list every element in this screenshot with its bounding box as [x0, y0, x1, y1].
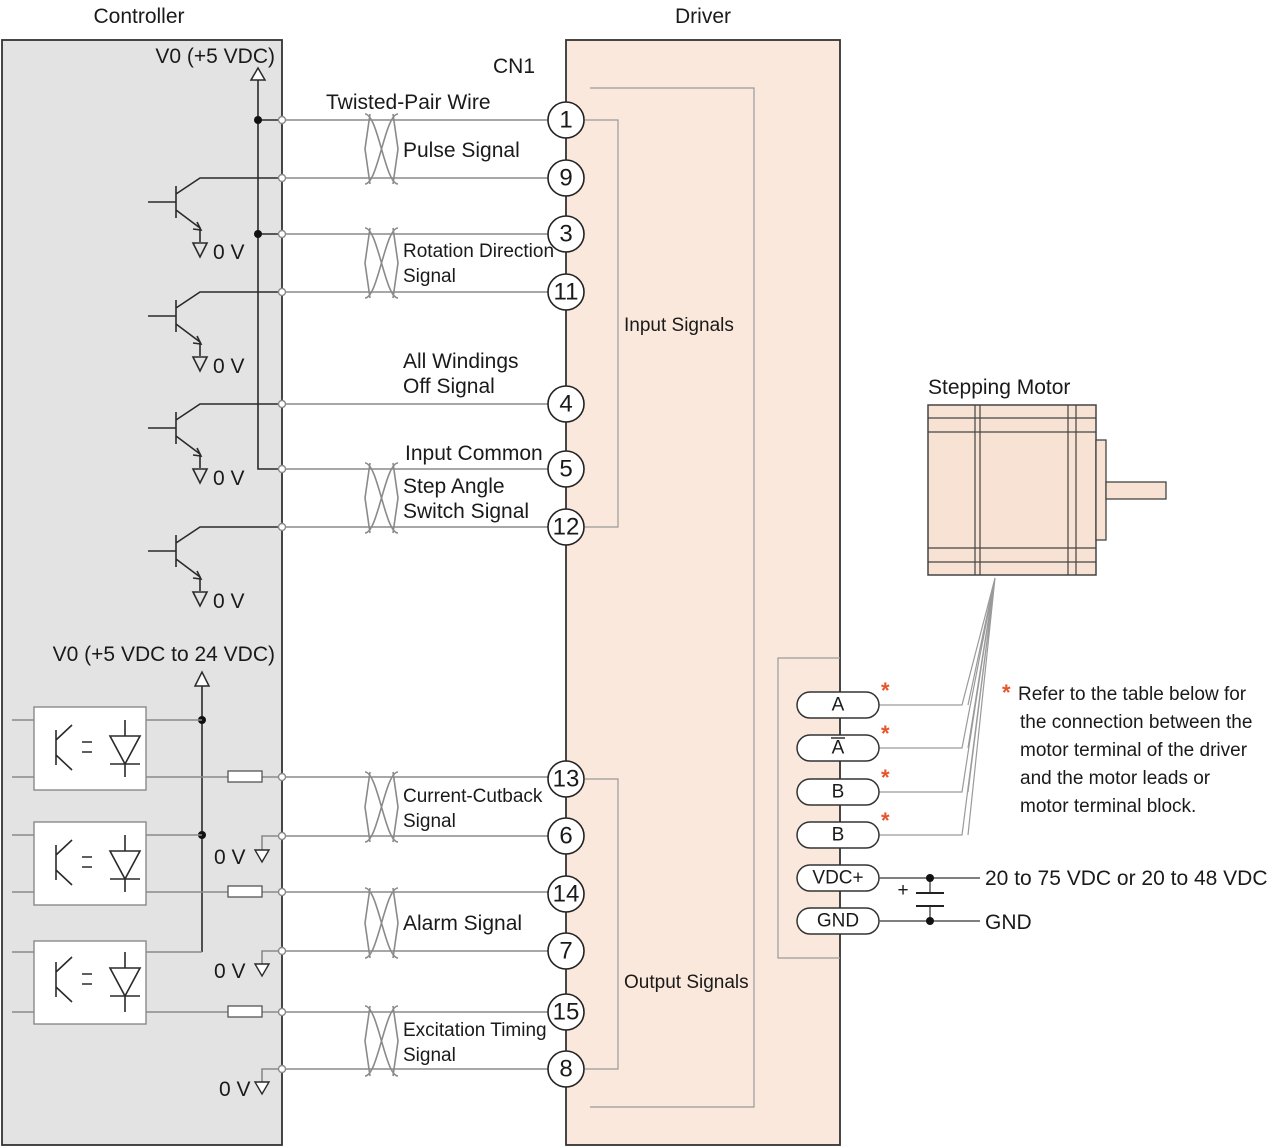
pin-6-label: 6 [559, 823, 572, 850]
note-line-5: motor terminal block. [1020, 796, 1196, 817]
driver-title: Driver [675, 5, 731, 28]
motor-leads [878, 577, 996, 836]
cutback-signal-label-2: Signal [403, 811, 456, 832]
resistor [227, 1005, 263, 1018]
output-return-wires [261, 835, 566, 1082]
resistor [227, 770, 263, 783]
input-bracket [585, 119, 619, 528]
ground-label: 0 V [214, 846, 246, 869]
twisted-pair-marks [364, 113, 399, 1077]
driver-panel [565, 39, 841, 1146]
pin-13-label: 13 [553, 766, 580, 793]
excitation-signal-label: Excitation Timing [403, 1020, 547, 1041]
pin-12-label: 12 [553, 514, 580, 541]
output-bracket [585, 778, 619, 1070]
note-line-4: and the motor leads or [1020, 768, 1211, 789]
motor-terminal-block [777, 657, 840, 959]
step-signal-label: Step Angle [403, 475, 505, 498]
pin-8-label: 8 [559, 1056, 572, 1083]
gnd-label: GND [985, 911, 1032, 934]
connector-dots [277, 115, 287, 532]
connector-dots [277, 772, 287, 1074]
v0-bottom-arrow [193, 670, 211, 687]
rotation-signal-label: Rotation Direction [403, 241, 554, 262]
resistor [227, 885, 263, 898]
awo-signal-label-2: Off Signal [403, 375, 495, 398]
ground-label: 0 V [213, 590, 245, 613]
note-line-2: the connection between the [1020, 712, 1252, 733]
junction-dot [926, 917, 934, 925]
photocoupler-2 [12, 821, 566, 906]
terminal-vdc-label: VDC+ [812, 868, 863, 889]
capacitor-plus: + [897, 880, 908, 901]
awo-signal-label: All Windings [403, 350, 519, 373]
stepping-motor-icon [927, 404, 1167, 576]
transistor-pulse [148, 177, 282, 259]
pin-11-label: 11 [554, 279, 579, 306]
pin-9-label: 9 [559, 165, 572, 192]
photocoupler-3 [12, 940, 566, 1025]
terminal-b-label: B [832, 782, 845, 803]
supply-top-label: V0 (+5 VDC) [155, 45, 275, 68]
ground-symbols [253, 849, 271, 1096]
input-signals-label: Input Signals [624, 315, 734, 336]
transistor-step [148, 526, 282, 608]
terminal-a-bar-label: A [832, 738, 845, 759]
v0-top-arrow [249, 66, 267, 81]
note-asterisk: * [1002, 680, 1011, 705]
power-lines [879, 877, 980, 922]
pin-7-label: 7 [559, 938, 572, 965]
pin-15-label: 15 [553, 999, 580, 1026]
cutback-signal-label: Current-Cutback [403, 786, 543, 807]
note-line-1: Refer to the table below for [1018, 684, 1247, 705]
rotation-signal-label-2: Signal [403, 266, 456, 287]
pin-1-label: 1 [559, 107, 572, 134]
twisted-pair-label: Twisted-Pair Wire [326, 91, 491, 114]
cn1-label: CN1 [493, 55, 535, 78]
terminal-a-label: A [832, 695, 845, 716]
vdc-range-label: 20 to 75 VDC or 20 to 48 VDC [985, 867, 1268, 890]
transistor-rotation [148, 291, 282, 373]
output-signals-label: Output Signals [624, 972, 749, 993]
asterisk: * [881, 765, 890, 790]
ground-label: 0 V [219, 1078, 251, 1101]
junction-dot [254, 230, 262, 238]
pin-14-label: 14 [553, 881, 580, 908]
junction-dot [254, 116, 262, 124]
asterisk: * [881, 678, 890, 703]
input-common-label: Input Common [405, 442, 543, 465]
terminal-gnd-label: GND [817, 911, 859, 932]
ground-label: 0 V [213, 241, 245, 264]
ground-label: 0 V [213, 355, 245, 378]
ground-label: 0 V [214, 960, 246, 983]
junction-dot [926, 874, 934, 882]
ground-label: 0 V [213, 467, 245, 490]
asterisk: * [881, 721, 890, 746]
photocoupler-1 [12, 706, 566, 791]
supply-bottom-label: V0 (+5 VDC to 24 VDC) [53, 643, 275, 666]
pin-circles [547, 101, 585, 1088]
input-wires [282, 119, 566, 528]
v0-top-rail [257, 78, 282, 470]
controller-title: Controller [93, 5, 184, 28]
pulse-signal-label: Pulse Signal [403, 139, 520, 162]
pin-4-label: 4 [559, 391, 572, 418]
stepping-motor-title: Stepping Motor [928, 376, 1070, 399]
pin-5-label: 5 [559, 456, 572, 483]
pin-3-label: 3 [559, 221, 572, 248]
note-line-3: motor terminal of the driver [1020, 740, 1248, 761]
terminal-b-bar-label: B [832, 825, 845, 846]
capacitor [916, 892, 944, 907]
asterisk: * [881, 808, 890, 833]
excitation-signal-label-2: Signal [403, 1045, 456, 1066]
alarm-signal-label: Alarm Signal [403, 912, 522, 935]
driver-internal-frame [590, 87, 755, 1108]
motor-terminal-pills [796, 691, 880, 935]
step-signal-label-2: Switch Signal [403, 500, 529, 523]
transistor-awo [148, 403, 282, 485]
